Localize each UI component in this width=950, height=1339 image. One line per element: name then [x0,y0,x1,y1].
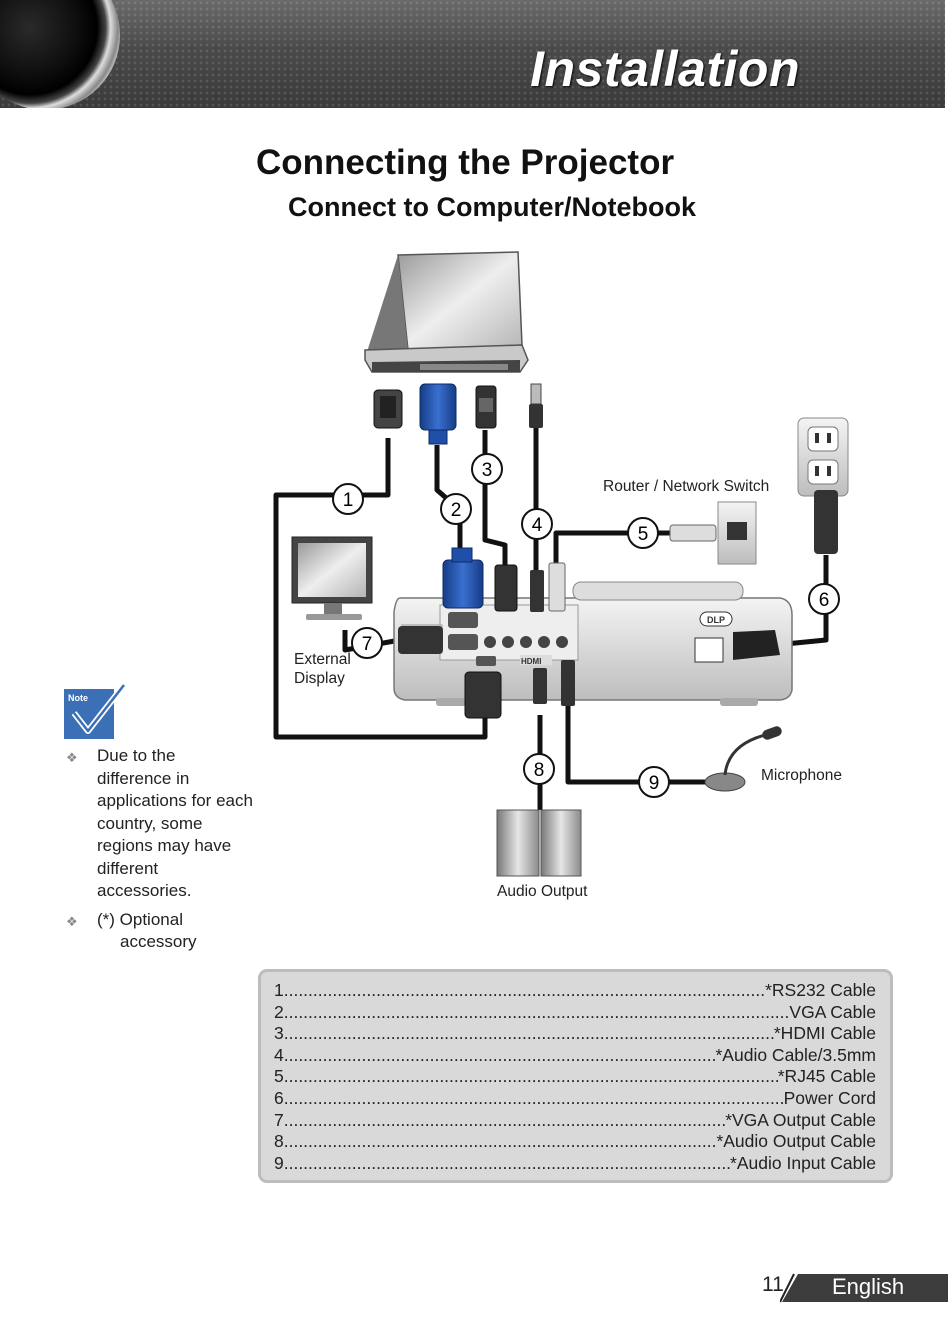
page-number: 11 [762,1273,784,1296]
cable-legend: 1*RS232 Cable 2VGA Cable 3*HDMI Cable 4*… [258,969,893,1183]
microphone [704,726,782,792]
rj45-plug-projector [548,562,566,612]
audio-in-plug [561,660,575,706]
callout-7: 7 [351,627,383,659]
footer-language-bar [780,1273,948,1303]
note-icon: Note [64,683,127,739]
legend-row: 1*RS232 Cable [274,980,876,1002]
power-plug-projector [733,630,780,660]
notes-sidebar: ❖ Due to the difference in applications … [64,745,254,960]
legend-row: 9*Audio Input Cable [274,1153,876,1175]
callout-5: 5 [627,517,659,549]
audio-out-plug [533,668,547,704]
legend-row: 5 *RJ45 Cable [274,1066,876,1088]
power-outlet [797,417,849,554]
legend-row: 3*HDMI Cable [274,1023,876,1045]
section-title: Connecting the Projector [256,143,675,182]
note-badge-text: Note [68,693,88,703]
chapter-title: Installation [530,41,800,97]
audio-plug-top [529,383,543,428]
svg-text:2: 2 [451,500,462,521]
vga-out-plug-projector [398,626,443,654]
callout-6: 6 [808,583,840,615]
svg-text:5: 5 [638,524,649,545]
callout-8: 8 [523,753,555,785]
vga-plug-projector [442,547,484,609]
callout-9: 9 [638,766,670,798]
legend-row: 4*Audio Cable/3.5mm [274,1045,876,1067]
diamond-bullet-icon: ❖ [66,750,78,765]
router-label: Router / Network Switch [603,478,770,495]
footer-language: English [832,1274,905,1299]
audio-output-label: Audio Output [497,883,588,900]
vga-plug-top [419,383,457,445]
legend-row: 6Power Cord [274,1088,876,1110]
hdmi-plug-top [475,385,497,429]
callout-3: 3 [471,453,503,485]
cable-3-hdmi [482,430,508,565]
hdmi-logo: HDMI [521,657,541,666]
network-jack [669,501,757,565]
svg-text:7: 7 [362,634,373,655]
rs232-plug-projector [464,671,502,719]
connection-diagram: HDMI DLP [273,251,849,877]
svg-text:1: 1 [343,490,354,511]
diamond-bullet-icon: ❖ [66,913,78,929]
legend-row: 7*VGA Output Cable [274,1110,876,1132]
svg-text:4: 4 [532,515,543,536]
header-texture [0,0,945,108]
rs232-plug-top [373,389,403,429]
svg-text:8: 8 [534,760,545,781]
callout-4: 4 [521,508,553,540]
svg-text:3: 3 [482,460,493,481]
svg-text:6: 6 [819,590,830,611]
sub-title: Connect to Computer/Notebook [288,192,696,222]
speakers [496,809,582,877]
callout-1: 1 [332,483,364,515]
external-monitor [291,536,373,620]
laptop [364,251,529,373]
legend-row: 2VGA Cable [274,1002,876,1024]
callout-2: 2 [440,493,472,525]
note-item: ❖ (*) Optional accessory [66,909,197,952]
legend-row: 8*Audio Output Cable [274,1131,876,1153]
dlp-logo: DLP [707,615,725,625]
microphone-label: Microphone [761,767,842,784]
cable-1-rs232 [273,438,488,740]
external-display-label-line2: Display [294,670,345,687]
audio-plug-projector [530,570,544,612]
hdmi-plug-projector [494,564,518,612]
external-display-label-line1: External [294,651,351,668]
note-item: ❖ Due to the difference in applications … [66,746,253,900]
page-header: Installation [0,0,945,108]
svg-text:9: 9 [649,773,660,794]
